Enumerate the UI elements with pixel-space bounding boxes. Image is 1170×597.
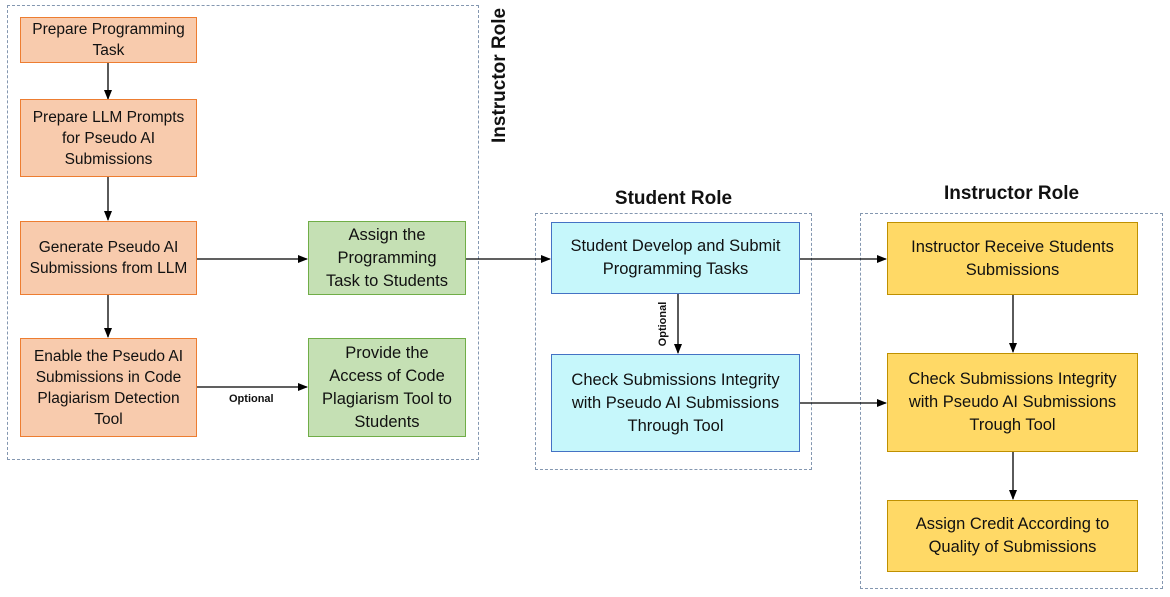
node-generate-pseudo-ai-submissions: Generate Pseudo AI Submissions from LLM — [20, 221, 197, 295]
node-prepare-llm-prompts: Prepare LLM Prompts for Pseudo AI Submis… — [20, 99, 197, 177]
instructor-role-group-right — [860, 213, 1163, 589]
node-instructor-receive-submissions: Instructor Receive Students Submissions — [887, 222, 1138, 295]
instructor-role-group-left — [7, 5, 479, 460]
student-role-title: Student Role — [614, 188, 733, 209]
optional-label-develop-to-check: Optional — [657, 301, 669, 347]
instructor-role-title-right: Instructor Role — [943, 183, 1080, 204]
node-provide-access-plagiarism-tool: Provide the Access of Code Plagiarism To… — [308, 338, 466, 437]
node-student-develop-submit: Student Develop and Submit Programming T… — [551, 222, 800, 294]
node-assign-programming-task: Assign the Programming Task to Students — [308, 221, 466, 295]
student-role-group — [535, 213, 812, 470]
node-prepare-programming-task: Prepare Programming Task — [20, 17, 197, 63]
node-assign-credit: Assign Credit According to Quality of Su… — [887, 500, 1138, 572]
node-student-check-integrity: Check Submissions Integrity with Pseudo … — [551, 354, 800, 452]
node-enable-pseudo-ai-submissions: Enable the Pseudo AI Submissions in Code… — [20, 338, 197, 437]
optional-label-enable-to-provide: Optional — [229, 393, 274, 405]
node-instructor-check-integrity: Check Submissions Integrity with Pseudo … — [887, 353, 1138, 452]
